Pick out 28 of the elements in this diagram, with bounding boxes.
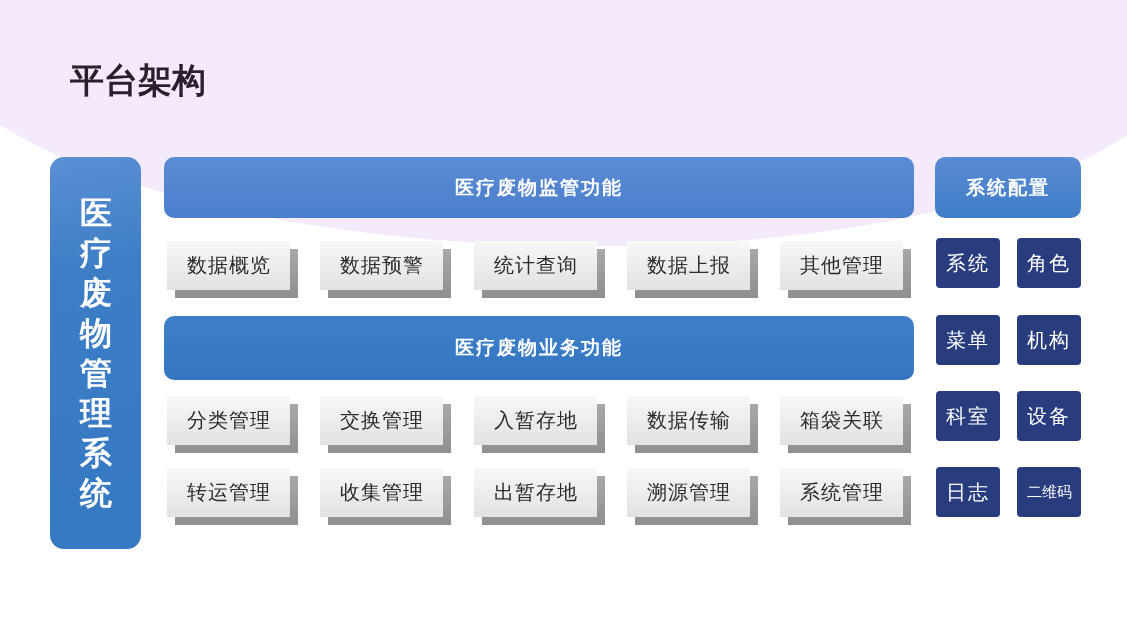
config-item-box: 菜单 (936, 315, 1000, 365)
function-box: 分类管理 (167, 396, 298, 453)
function-box: 系统管理 (780, 468, 911, 525)
function-box: 转运管理 (167, 468, 298, 525)
function-box: 数据传输 (627, 396, 758, 453)
module-band: 医疗废物业务功能 (164, 316, 914, 380)
config-item-box: 角色 (1017, 238, 1081, 288)
config-item-box: 科室 (936, 391, 1000, 441)
config-item-box: 机构 (1017, 315, 1081, 365)
function-box: 出暂存地 (474, 468, 605, 525)
function-box: 收集管理 (320, 468, 451, 525)
function-box: 其他管理 (780, 241, 911, 298)
function-box: 数据上报 (627, 241, 758, 298)
function-box: 交换管理 (320, 396, 451, 453)
function-box: 统计查询 (474, 241, 605, 298)
module-band: 医疗废物监管功能 (164, 157, 914, 218)
config-item-box: 二维码 (1017, 467, 1081, 517)
function-box: 数据概览 (167, 241, 298, 298)
config-item-box: 日志 (936, 467, 1000, 517)
function-box: 箱袋关联 (780, 396, 911, 453)
system-band: 医疗废物管理系统 (50, 157, 141, 549)
config-band: 系统配置 (935, 157, 1081, 218)
function-box: 溯源管理 (627, 468, 758, 525)
config-item-box: 设备 (1017, 391, 1081, 441)
page-title: 平台架构 (70, 59, 206, 102)
function-box: 入暂存地 (474, 396, 605, 453)
function-box: 数据预警 (320, 241, 451, 298)
config-item-box: 系统 (936, 238, 1000, 288)
